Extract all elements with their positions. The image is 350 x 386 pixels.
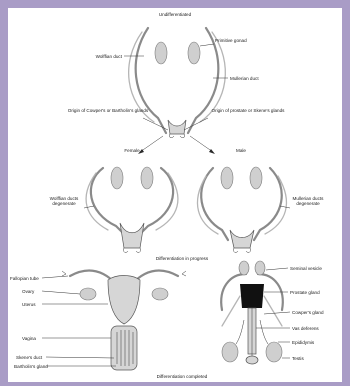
label-testis: Testis — [292, 356, 304, 361]
label-vagina: Vagina — [22, 336, 36, 341]
label-wolffian-ducts-degenerate: Wolffian ducts degenerate — [44, 196, 84, 206]
label-prostate-origin: Origin of prostate or Skene's glands — [198, 108, 298, 113]
label-cowpers-gland: Cowper's gland — [292, 310, 324, 315]
label-ovary: Ovary — [22, 289, 34, 294]
label-cowper-origin: Origin of Cowper's or Bartholin's glands — [53, 108, 163, 113]
undifferentiated-illustration — [124, 28, 228, 154]
male-progress-illustration — [197, 167, 290, 252]
label-wolffian-duct: Wolffian duct — [96, 54, 122, 59]
diagram-frame: Undifferentiated Differentiation in prog… — [8, 8, 342, 382]
label-vas-deferens: Vas deferens — [292, 326, 319, 331]
label-male: Male — [236, 148, 246, 153]
title-undifferentiated: Undifferentiated — [159, 12, 191, 17]
label-uterus: Uterus — [22, 302, 36, 307]
female-completed-illustration — [42, 270, 186, 370]
label-epididymis: Epididymis — [292, 340, 314, 345]
male-completed-illustration — [221, 261, 290, 364]
female-progress-illustration — [84, 167, 178, 252]
label-mullerian-ducts-degenerate: Mullerian ducts degenerate — [288, 196, 328, 206]
label-seminal-vesicle: Seminal vesicle — [290, 266, 322, 271]
title-differentiation-completed: Differentiation completed — [157, 374, 208, 379]
title-differentiation-in-progress: Differentiation in progress — [156, 256, 208, 261]
label-fallopian-tube: Fallopian tube — [10, 276, 39, 281]
label-bartholins-gland: Bartholin's gland — [14, 364, 48, 369]
label-primitive-gonad: Primitive gonad — [215, 38, 255, 43]
label-female: Female — [124, 148, 139, 153]
label-mullerian-duct: Mullerian duct — [230, 76, 259, 81]
label-prostate-gland: Prostate gland — [290, 290, 320, 295]
label-skenes-duct: Skene's duct — [16, 355, 42, 360]
